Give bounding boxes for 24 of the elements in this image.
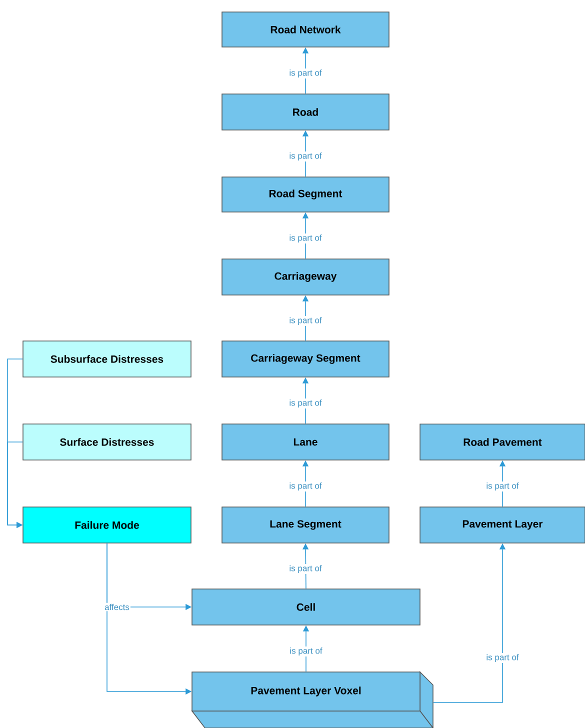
entity-box: Pavement Layer: [420, 506, 585, 544]
edge-label: is part of: [290, 648, 322, 656]
entity-box: Carriageway Segment: [222, 340, 390, 378]
entity-box: Road Network: [222, 12, 390, 48]
edge-label: affects: [104, 604, 130, 610]
edge-label: is part of: [290, 70, 322, 78]
entity-box: Lane Segment: [222, 506, 390, 544]
entity-box: Lane: [222, 424, 390, 460]
entity-box: Failure Mode: [22, 506, 192, 544]
edge-label: is part of: [486, 482, 519, 490]
entity-box: Road Segment: [222, 176, 390, 212]
entity-box: Carriageway: [222, 258, 390, 296]
edge-label: is part of: [290, 317, 322, 325]
edge-label: is part of: [290, 400, 322, 408]
entity-box: Road Pavement: [420, 424, 585, 460]
edge-label: is part of: [290, 152, 322, 160]
edge-label: is part of: [290, 234, 322, 242]
entity-box: Cell: [192, 588, 420, 626]
entity-box: Surface Distresses: [22, 424, 192, 460]
edge-label: is part of: [290, 565, 322, 573]
edge-label: is part of: [486, 654, 519, 662]
entity-box: Subsurface Distresses: [22, 340, 192, 378]
edge-label: is part of: [290, 482, 322, 490]
entity-box: Road: [222, 94, 390, 130]
